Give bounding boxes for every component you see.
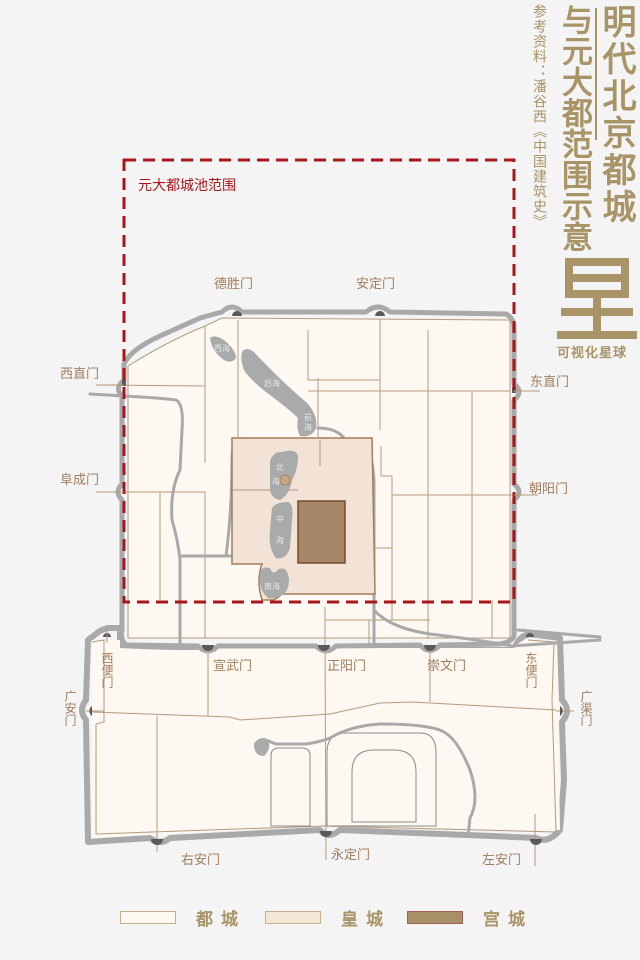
legend-label: 皇城 <box>341 909 391 930</box>
gate-label-youan: 右安门 <box>181 853 220 868</box>
tiantan-inner-wall <box>351 749 417 823</box>
legend-swatch-palace <box>407 910 463 924</box>
gate-label-yongding: 永定门 <box>331 848 370 863</box>
lake-label-houhai: 后海 <box>264 378 280 388</box>
lake-label-zhonghai: 中 <box>276 514 284 524</box>
outer-road <box>324 639 327 861</box>
lake-label-nanhai: 南海 <box>264 581 280 591</box>
gate-marker-zhengyang <box>318 645 330 651</box>
outer-road-east-west <box>91 701 557 721</box>
lake-label-beihai-2: 海 <box>272 476 280 486</box>
gate-label-xibian: 西便门 <box>100 652 114 688</box>
gate-label-xuanwu: 宣武门 <box>213 658 252 674</box>
lake-labels: 西海 后海 前 海 北 海 中 海 南海 <box>214 343 312 591</box>
lake-label-xihai: 西海 <box>214 343 230 353</box>
gate-label-chaoyang: 朝阳门 <box>529 482 568 497</box>
lake-nanhai <box>259 567 289 599</box>
gate-marker-xizhi <box>122 380 126 386</box>
outer-city-moat <box>79 625 570 845</box>
gate-marker-youan <box>151 839 163 845</box>
legend-label: 宫城 <box>483 909 533 930</box>
imperial-city <box>231 437 376 601</box>
gate-marker-guangan <box>89 706 92 716</box>
lake-xihai <box>210 336 236 362</box>
yuan-dadu-boundary <box>122 158 516 604</box>
lake-label-zhonghai-2: 海 <box>276 535 284 545</box>
gate-marker-chongwen <box>424 645 436 651</box>
gate-label-guangan: 广安门 <box>63 690 77 726</box>
lake-houhai <box>241 349 317 437</box>
gate-label-desheng: 德胜门 <box>214 277 253 292</box>
legend-swatch-imperial <box>265 910 321 924</box>
yuan-dadu-label: 元大都城池范围 <box>138 177 236 194</box>
gate-label-xizhi: 西直门 <box>60 367 99 382</box>
gate-label-chongwen: 崇文门 <box>427 659 466 674</box>
gate-label-anding: 安定门 <box>356 277 395 292</box>
gate-label-guangqu: 广渠门 <box>579 690 593 726</box>
legend-item-capital: 都城 <box>120 905 246 930</box>
title-main: 明代北京都城 <box>596 4 636 226</box>
lake-label-qianhai: 前 <box>304 412 312 422</box>
lake-label-beihai: 北 <box>276 463 284 472</box>
legend-swatch-capital <box>120 910 176 924</box>
outer-city-inner-wall <box>91 639 557 835</box>
gate-label-zhengyang: 正阳门 <box>327 659 366 674</box>
reference-text: 参考资料：潘谷西《中国建筑史》 <box>531 4 547 229</box>
lake-label-qianhai-2: 海 <box>304 422 312 432</box>
brand-name: 可视化星球 <box>556 346 627 361</box>
gate-marker-xuanwu <box>202 645 214 651</box>
gate-pointer-lines <box>96 384 540 643</box>
inner-city-moat <box>115 304 522 654</box>
gate-label-fucheng: 阜成门 <box>60 472 99 488</box>
gate-marker-yongding <box>320 831 332 837</box>
gate-marker-dongbian <box>526 633 534 637</box>
qionghua-island <box>279 474 291 486</box>
gate-label-zuoan: 左安门 <box>482 853 521 868</box>
inner-road-grid <box>95 320 520 650</box>
gate-marker-desheng <box>232 311 242 316</box>
gate-marker-zuoan <box>530 839 542 845</box>
gate-label-dongzhi: 东直门 <box>530 375 569 390</box>
xiannongtan-wall <box>270 747 311 827</box>
gate-labels: 德胜门 安定门 西直门 东直门 阜成门 朝阳门 宣武门 正阳门 崇文门 右安门 … <box>60 277 593 868</box>
title-subtitle: 与元大都范围示意 <box>556 4 592 252</box>
outer-canal <box>256 722 477 837</box>
palace-city <box>297 500 346 564</box>
lakes <box>210 336 317 599</box>
pond <box>254 738 270 756</box>
legend-item-palace: 宫城 <box>407 905 533 930</box>
lake-zhonghai <box>269 502 293 559</box>
outer-city <box>79 625 574 866</box>
gate-label-dongbian: 东便门 <box>524 652 538 688</box>
gate-marker-anding <box>375 311 385 316</box>
brand-logo-icon <box>557 258 637 339</box>
legend-label: 都城 <box>196 909 246 930</box>
legend: 都城 皇城 宫城 <box>120 905 540 930</box>
tiantan-outer-wall <box>326 732 437 827</box>
title-divider <box>595 8 597 140</box>
gate-marker-guangqu <box>560 706 563 716</box>
legend-item-imperial: 皇城 <box>265 905 391 930</box>
